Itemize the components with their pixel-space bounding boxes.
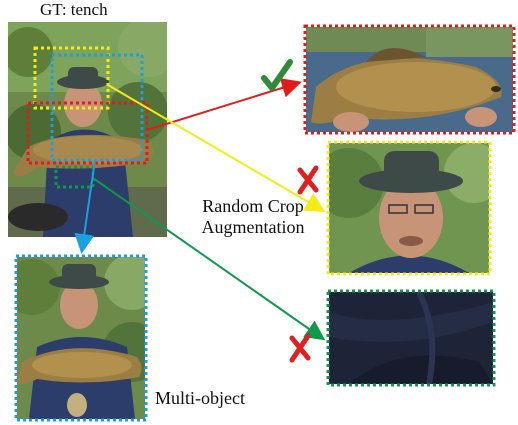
check-icon xyxy=(264,62,290,88)
yellow-arrow xyxy=(108,85,322,210)
yellow-frame xyxy=(328,142,490,274)
yellow-crop-box xyxy=(35,48,108,108)
multi-object-label: Multi-object xyxy=(155,388,245,409)
green-frame xyxy=(328,291,494,385)
red-frame xyxy=(305,26,514,133)
random-crop-label: Random Crop Augmentation xyxy=(178,196,328,237)
blue-frame xyxy=(16,256,146,420)
green-crop-box xyxy=(56,167,93,187)
cross-icon xyxy=(300,168,316,192)
blue-arrow xyxy=(82,160,95,250)
cross-icon xyxy=(292,336,308,360)
red-arrow xyxy=(147,83,298,130)
red-crop-box xyxy=(28,103,147,163)
